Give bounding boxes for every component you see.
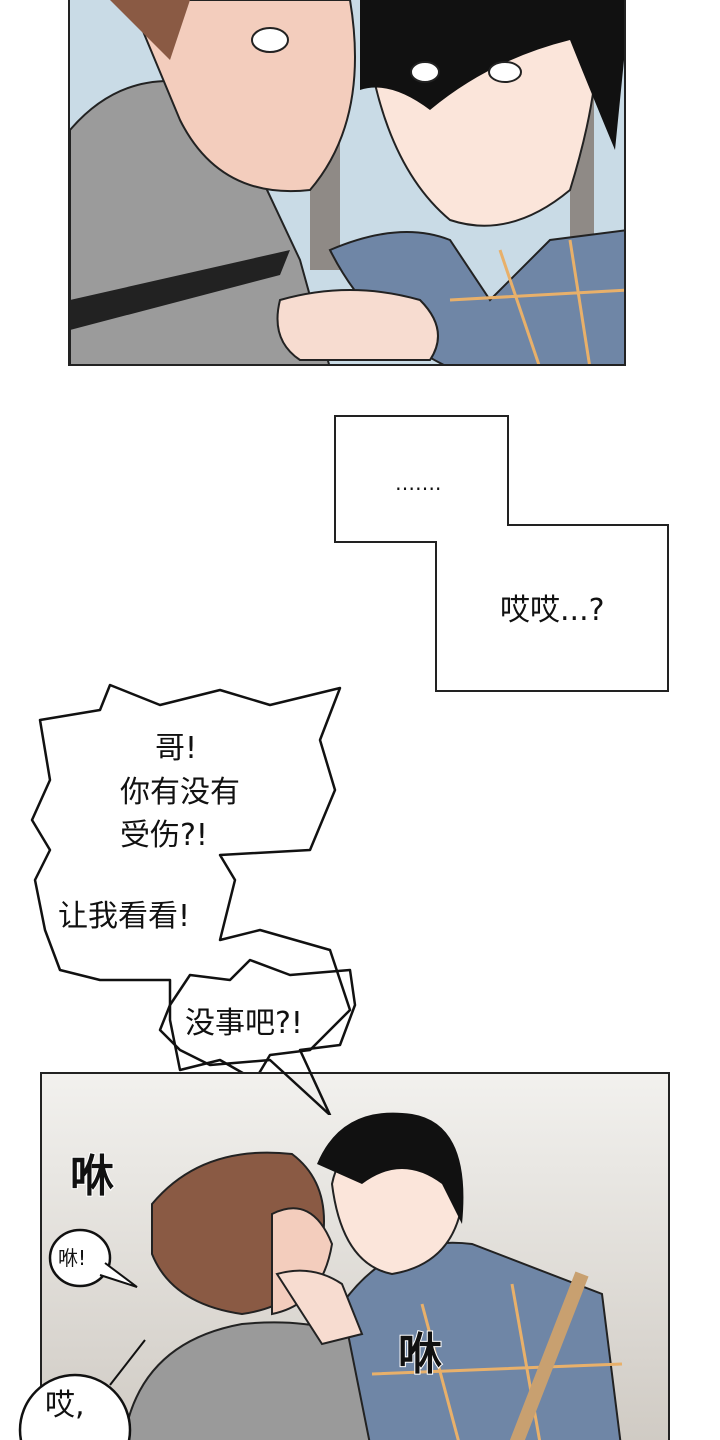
sfx-whoosh-right: 咻	[397, 1328, 443, 1381]
sfx-whoosh-left: 咻	[69, 1150, 115, 1203]
narration-ellipsis: …….	[395, 471, 442, 495]
let-me-see-text: 让我看看!	[58, 899, 191, 934]
panel-1-illustration	[70, 0, 624, 364]
shout-line-3: 受伤?!	[120, 818, 208, 853]
ouch-bubble	[18, 1339, 146, 1440]
panel-3-illustration	[122, 1112, 623, 1440]
shout-line-2: 你有没有	[120, 775, 240, 810]
small-whoosh-text: 咻!	[58, 1246, 87, 1270]
small-whoosh-bubble	[48, 1228, 138, 1288]
shout-line-1: 哥!	[155, 731, 198, 766]
narration-huh: 哎哎...?	[500, 593, 605, 628]
narration-box-frame	[334, 415, 669, 692]
shout-bubble	[30, 683, 352, 1082]
panel-1-close-up	[68, 0, 626, 366]
ouch-text: 哎,	[45, 1388, 85, 1423]
are-you-ok-text: 没事吧?!	[185, 1006, 303, 1041]
are-you-ok-bubble	[158, 958, 357, 1115]
panel-3-scene	[40, 1072, 670, 1440]
